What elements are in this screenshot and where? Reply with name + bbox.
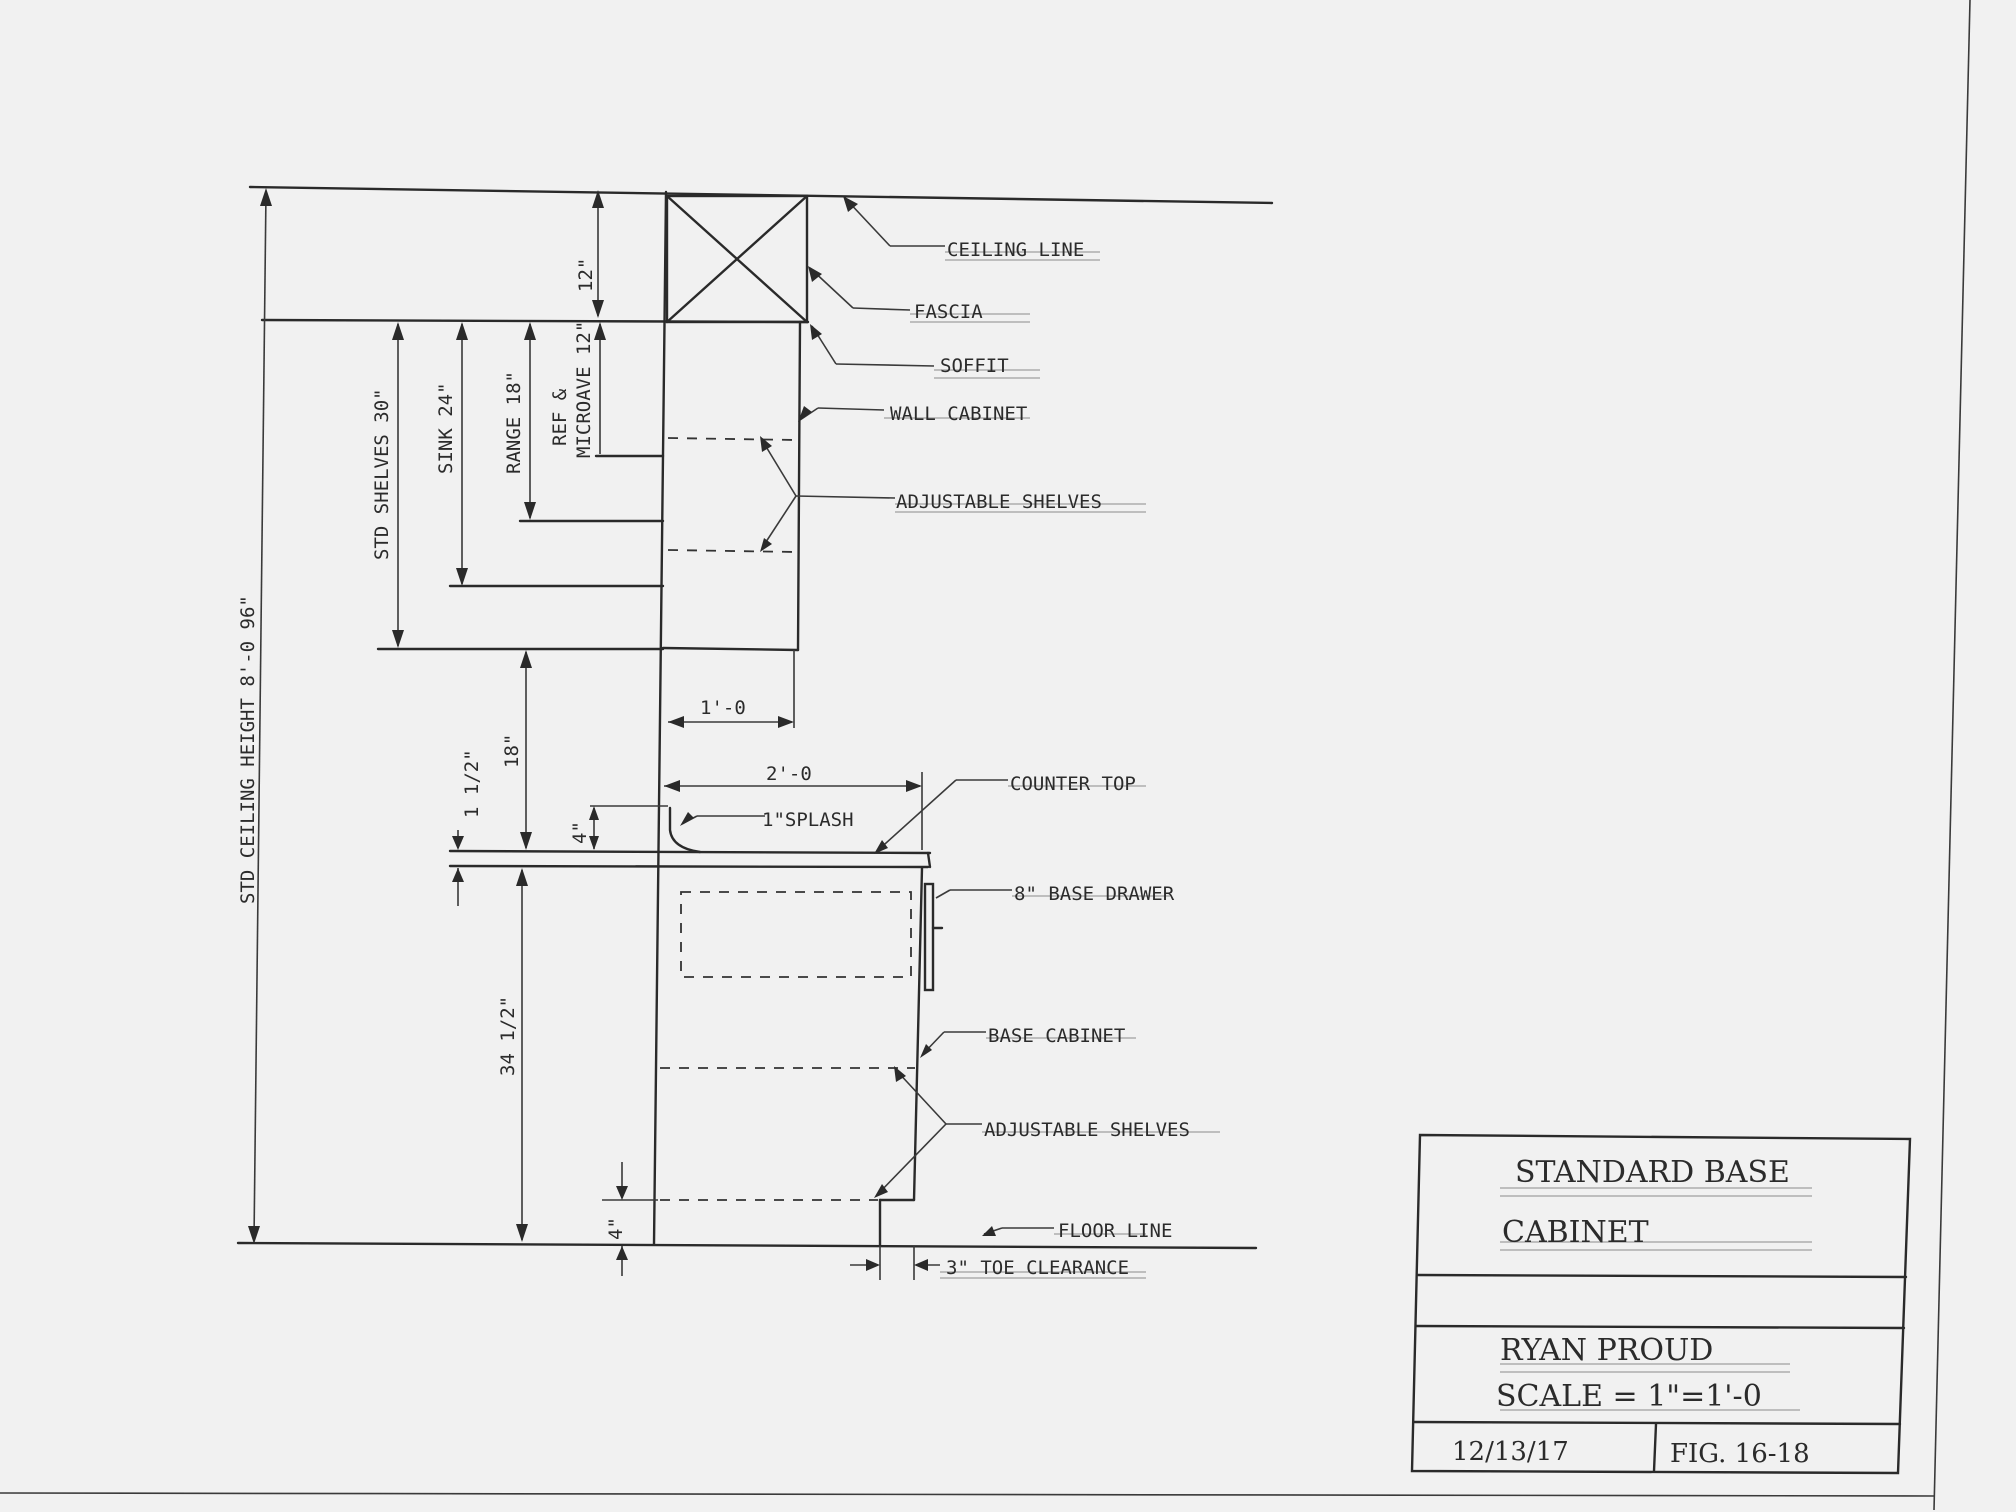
base-height-dimension (516, 868, 528, 1242)
fascia-height-text: 12" (575, 258, 597, 292)
wall-cabinet (661, 320, 802, 652)
title-line-2: CABINET (1502, 1215, 1649, 1250)
wall-cabinet-label: WALL CABINET (890, 403, 1027, 425)
ref-microwave-text-2: MICROAVE 12" (573, 321, 595, 458)
sink-text: SINK 24" (435, 382, 457, 474)
adjustable-shelves-upper-label: ADJUSTABLE SHELVES (896, 491, 1102, 513)
title-line-1: STANDARD BASE (1515, 1155, 1790, 1190)
figure-number: FIG. 16-18 (1670, 1439, 1810, 1469)
base-drawer-label: 8" BASE DRAWER (1014, 883, 1175, 905)
soffit-label: SOFFIT (940, 355, 1009, 377)
ceiling-height-text: STD CEILING HEIGHT 8'-0 96" (237, 595, 259, 904)
drawing-scale: SCALE = 1"=1'-0 (1496, 1379, 1762, 1414)
counter-top-label: COUNTER TOP (1010, 773, 1136, 795)
std-shelves-dimension (392, 322, 404, 648)
ceiling-height-dimension (248, 188, 272, 1244)
wall-line (652, 190, 668, 1246)
fascia-height-dimension (592, 190, 604, 318)
fascia-label: FASCIA (914, 301, 983, 323)
toe-height-text: 4" (605, 1217, 627, 1240)
sink-dimension (456, 322, 468, 586)
base-cabinet-label: BASE CABINET (988, 1025, 1125, 1047)
ref-microwave-text-1: REF & (549, 388, 571, 446)
counter-gap-dimension (520, 650, 532, 850)
splash-label: 1"SPLASH (762, 809, 854, 831)
base-cabinet (660, 866, 944, 1247)
sheet-border (0, 0, 1971, 1511)
counter-top (448, 806, 932, 869)
counter-gap-text: 18" (501, 734, 523, 768)
counter-thickness-dimension (452, 830, 464, 906)
upper-depth-dimension (668, 650, 795, 728)
title-block (1410, 1133, 1912, 1475)
fascia-box (665, 194, 809, 324)
floor-line-label: FLOOR LINE (1058, 1220, 1172, 1242)
toe-height-dimension (602, 1162, 658, 1276)
std-shelves-text: STD SHELVES 30" (371, 388, 393, 560)
base-depth-text: 2'-0 (766, 763, 812, 785)
base-height-text: 34 1/2" (497, 996, 519, 1076)
splash-height-text: 4" (569, 821, 591, 844)
leaders (680, 196, 1054, 1236)
label-guides (884, 251, 1220, 1279)
counter-thickness-text: 1 1/2" (461, 749, 483, 818)
upper-depth-text: 1'-0 (700, 697, 746, 719)
range-text: RANGE 18" (503, 371, 525, 474)
floor-line (236, 1241, 1258, 1250)
drafter-name: RYAN PROUD (1500, 1333, 1713, 1368)
adjustable-shelves-lower-label: ADJUSTABLE SHELVES (984, 1119, 1190, 1141)
ceiling-line-label: CEILING LINE (947, 239, 1084, 261)
ref-microwave-dimension (594, 322, 606, 454)
toe-clearance-dimension (850, 1246, 940, 1280)
range-dimension (524, 322, 536, 520)
toe-clearance-label: 3" TOE CLEARANCE (946, 1257, 1129, 1279)
splash-height-dimension (589, 805, 668, 850)
drawing-date: 12/13/17 (1452, 1437, 1569, 1467)
